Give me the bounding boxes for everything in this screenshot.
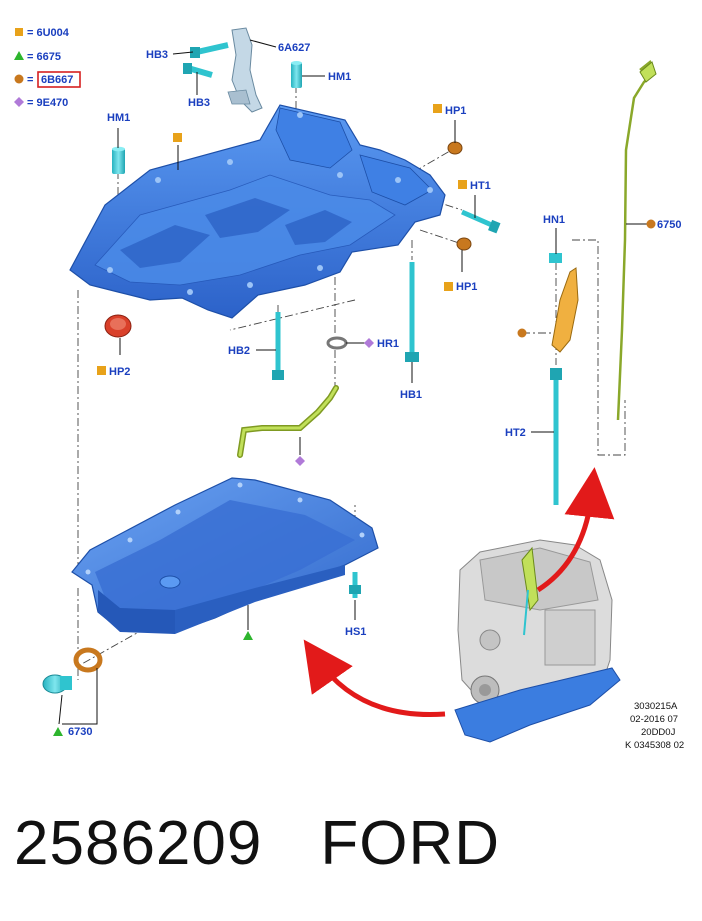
svg-text:= 6U004: = 6U004 bbox=[27, 27, 70, 39]
plug-hp1-low bbox=[456, 237, 472, 251]
drain-plug-6730 bbox=[42, 674, 72, 694]
square-icon bbox=[173, 133, 182, 142]
callout-symbols bbox=[53, 104, 656, 736]
legend-item-6u004: = 6U004 bbox=[15, 27, 70, 39]
part-labels: HB3 HB3 6A627 HM1 HM1 HP1 HT1 HP1 HP2 HB… bbox=[68, 42, 681, 738]
label-hb3-b: HB3 bbox=[188, 97, 210, 109]
label-ht2: HT2 bbox=[505, 427, 526, 439]
diamond-icon bbox=[364, 338, 374, 348]
ref-line-2: 02-2016 07 bbox=[630, 714, 678, 725]
square-icon bbox=[15, 28, 23, 36]
square-icon bbox=[433, 104, 442, 113]
circle-icon bbox=[646, 219, 656, 229]
label-hb2: HB2 bbox=[228, 345, 250, 357]
washer-6730 bbox=[73, 647, 103, 673]
ref-line-4: K 0345308 02 bbox=[625, 740, 684, 751]
ref-line-3: 20DD0J bbox=[641, 727, 676, 738]
triangle-icon bbox=[53, 727, 63, 736]
label-ht1: HT1 bbox=[470, 180, 491, 192]
label-hr1: HR1 bbox=[377, 338, 399, 350]
bolt-hb1 bbox=[405, 262, 419, 362]
label-hm1-top: HM1 bbox=[328, 71, 351, 83]
circle-icon bbox=[14, 74, 24, 84]
label-hp1-low: HP1 bbox=[456, 281, 477, 293]
plug-hp2 bbox=[104, 314, 132, 338]
brand-name: FORD bbox=[320, 809, 501, 878]
label-hn1: HN1 bbox=[543, 214, 565, 226]
bolt-hs1 bbox=[349, 572, 361, 598]
square-icon bbox=[97, 366, 106, 375]
oil-pan-upper bbox=[69, 104, 446, 319]
bolt-hb3-a bbox=[190, 42, 229, 58]
nut-hn1 bbox=[549, 253, 562, 263]
legend-code: 6U004 bbox=[36, 27, 69, 39]
legend-item-6675: = 6675 bbox=[14, 51, 61, 63]
part-number: 2586209 bbox=[14, 809, 263, 878]
seal-hr1 bbox=[326, 336, 348, 350]
label-6750: 6750 bbox=[657, 219, 681, 231]
label-hp1-top: HP1 bbox=[445, 105, 466, 117]
label-hs1: HS1 bbox=[345, 626, 366, 638]
triangle-icon bbox=[14, 51, 24, 60]
square-icon bbox=[444, 282, 453, 291]
label-6730: 6730 bbox=[68, 726, 92, 738]
plug-hp1-top bbox=[447, 141, 463, 155]
stud-hm1-top bbox=[291, 61, 302, 88]
ref-line-1: 3030215A bbox=[634, 701, 678, 712]
exploded-parts-diagram: = 6U004 = 6675 = 6B667 = 9E470 bbox=[14, 27, 684, 751]
red-arrows bbox=[303, 467, 615, 718]
triangle-icon bbox=[243, 631, 253, 640]
legend-item-9e470: = 9E470 bbox=[14, 97, 68, 109]
label-hb3-a: HB3 bbox=[146, 49, 168, 61]
svg-text:=: = bbox=[27, 74, 33, 86]
bolt-hb2 bbox=[272, 312, 284, 380]
footer-caption: 2586209 FORD bbox=[14, 808, 694, 898]
stud-hm1-left bbox=[112, 146, 125, 174]
legend-code: 6675 bbox=[36, 51, 60, 63]
legend-code: 6B667 bbox=[41, 74, 73, 86]
svg-text:= 9E470: = 9E470 bbox=[27, 97, 68, 109]
bolt-ht1 bbox=[460, 209, 501, 234]
reference-block: 3030215A 02-2016 07 20DD0J K 0345308 02 bbox=[625, 701, 684, 751]
label-hb1: HB1 bbox=[400, 389, 422, 401]
oil-tube bbox=[237, 385, 339, 458]
diamond-icon bbox=[14, 97, 24, 107]
label-6a627: 6A627 bbox=[278, 42, 310, 54]
svg-text:= 6675: = 6675 bbox=[27, 51, 61, 63]
dipstick-tube bbox=[551, 267, 579, 353]
legend-code: 9E470 bbox=[36, 97, 68, 109]
diamond-icon bbox=[295, 456, 305, 466]
seal-6750 bbox=[517, 328, 527, 338]
highlight-box bbox=[37, 71, 81, 88]
label-hm1-left: HM1 bbox=[107, 112, 130, 124]
leader-lines bbox=[58, 39, 648, 725]
bracket-6a627 bbox=[227, 27, 263, 113]
legend-item-6b667: = 6B667 bbox=[14, 71, 81, 88]
dipstick-6750 bbox=[616, 59, 657, 421]
square-icon bbox=[458, 180, 467, 189]
bolt-hb3-b bbox=[183, 63, 213, 78]
legend: = 6U004 = 6675 = 6B667 = 9E470 bbox=[14, 27, 81, 109]
label-hp2: HP2 bbox=[109, 366, 130, 378]
bolt-ht2 bbox=[550, 368, 562, 505]
engine-thumbnail bbox=[454, 539, 621, 743]
oil-pan-lower bbox=[71, 477, 379, 634]
